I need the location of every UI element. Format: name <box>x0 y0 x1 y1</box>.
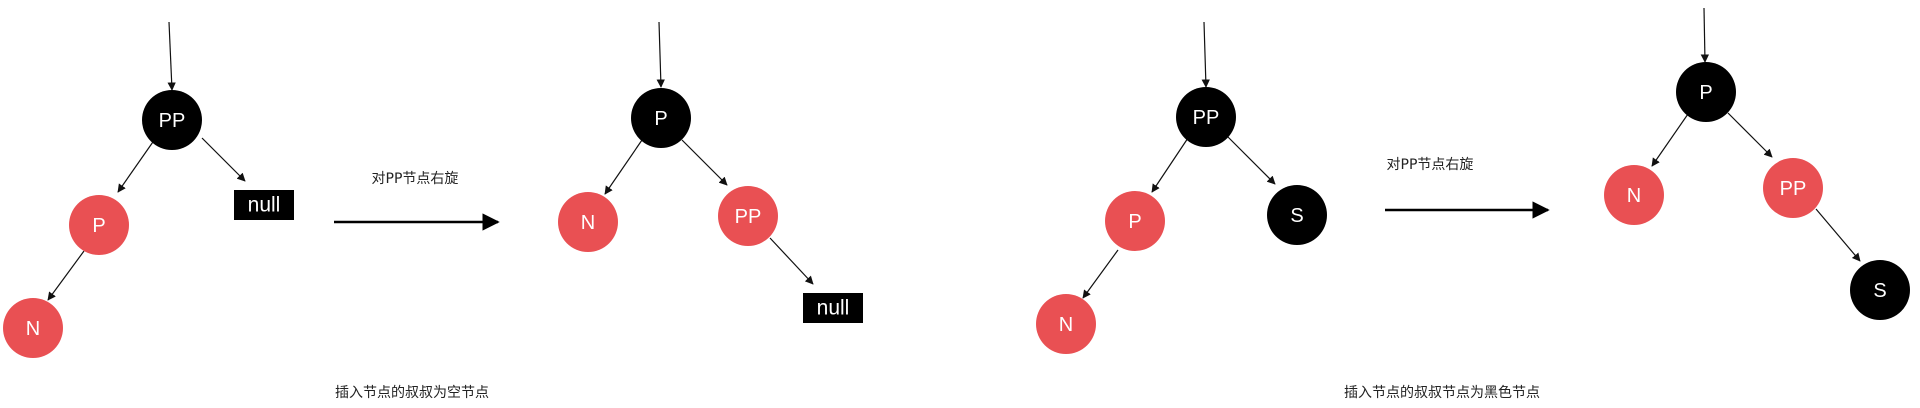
null-leaf: null <box>234 190 294 220</box>
root-pointer-edge <box>1700 7 1710 63</box>
node-n: N <box>1036 294 1096 354</box>
node-label: N <box>1059 314 1073 336</box>
node-s: S <box>1267 185 1327 245</box>
node-circle <box>142 90 202 150</box>
rotation-label: 对PP节点右旋 <box>372 171 459 187</box>
edge-pp-p <box>1151 137 1189 193</box>
node-label: PP <box>1193 107 1220 129</box>
edge-pp-null <box>769 237 814 285</box>
node-pp: PP <box>142 90 202 150</box>
node-p: P <box>631 88 691 148</box>
node-label: PP <box>735 206 762 228</box>
node-label: N <box>1627 185 1641 207</box>
node-label: P <box>1128 211 1141 233</box>
node-circle <box>1604 165 1664 225</box>
node-circle <box>1676 62 1736 122</box>
node-pp: PP <box>718 186 778 246</box>
node-label: N <box>581 212 595 234</box>
rotation-label: 对PP节点右旋 <box>1387 157 1474 173</box>
node-n: N <box>558 192 618 252</box>
panel2-after-tree: P N PP S <box>1604 7 1910 320</box>
node-label: PP <box>159 110 186 132</box>
node-label: S <box>1873 280 1886 302</box>
node-pp: PP <box>1176 87 1236 147</box>
panel1-after-tree: P N PP null <box>558 21 863 323</box>
edge-p-n <box>47 250 85 301</box>
root-pointer-edge <box>167 21 176 91</box>
node-pp: PP <box>1763 158 1823 218</box>
node-label: P <box>92 215 105 237</box>
node-p: P <box>1676 62 1736 122</box>
panel1-before-tree: PP P null N <box>3 21 294 358</box>
node-label: PP <box>1780 178 1807 200</box>
node-n: N <box>1604 165 1664 225</box>
null-label: null <box>817 297 850 320</box>
edge-pp-p <box>117 138 156 193</box>
node-circle <box>631 88 691 148</box>
node-circle <box>718 186 778 246</box>
node-circle <box>3 298 63 358</box>
edge-p-n <box>604 139 643 195</box>
node-circle <box>1763 158 1823 218</box>
node-s: S <box>1850 260 1910 320</box>
panel1-operation: 对PP节点右旋 <box>334 171 500 231</box>
node-label: N <box>26 318 40 340</box>
edge-p-pp <box>681 139 728 186</box>
null-leaf: null <box>803 293 863 323</box>
panel2-operation: 对PP节点右旋 <box>1385 157 1550 219</box>
node-circle <box>1267 185 1327 245</box>
node-n: N <box>3 298 63 358</box>
edge-p-n <box>1082 249 1119 299</box>
node-label: S <box>1290 205 1303 227</box>
node-p: P <box>1105 191 1165 251</box>
root-pointer-edge <box>1201 21 1210 88</box>
node-circle <box>1850 260 1910 320</box>
panel2-caption: 插入节点的叔叔节点为黑色节点 <box>1344 384 1540 401</box>
node-circle <box>1105 191 1165 251</box>
root-pointer-edge <box>656 21 665 88</box>
null-box <box>234 190 294 220</box>
panel2-before-tree: PP P S N <box>1036 21 1327 354</box>
node-circle <box>1176 87 1236 147</box>
edge-pp-null <box>201 137 246 182</box>
node-circle <box>558 192 618 252</box>
node-circle <box>1036 294 1096 354</box>
null-label: null <box>248 194 281 217</box>
node-label: P <box>1699 82 1712 104</box>
edge-pp-s <box>1815 208 1861 262</box>
node-p: P <box>69 195 129 255</box>
edge-pp-s <box>1227 136 1276 185</box>
node-label: P <box>654 108 667 130</box>
panel1-caption: 插入节点的叔叔为空节点 <box>335 385 489 401</box>
edge-p-pp <box>1727 112 1773 158</box>
edge-p-n <box>1651 113 1689 167</box>
node-circle <box>69 195 129 255</box>
null-box <box>803 293 863 323</box>
